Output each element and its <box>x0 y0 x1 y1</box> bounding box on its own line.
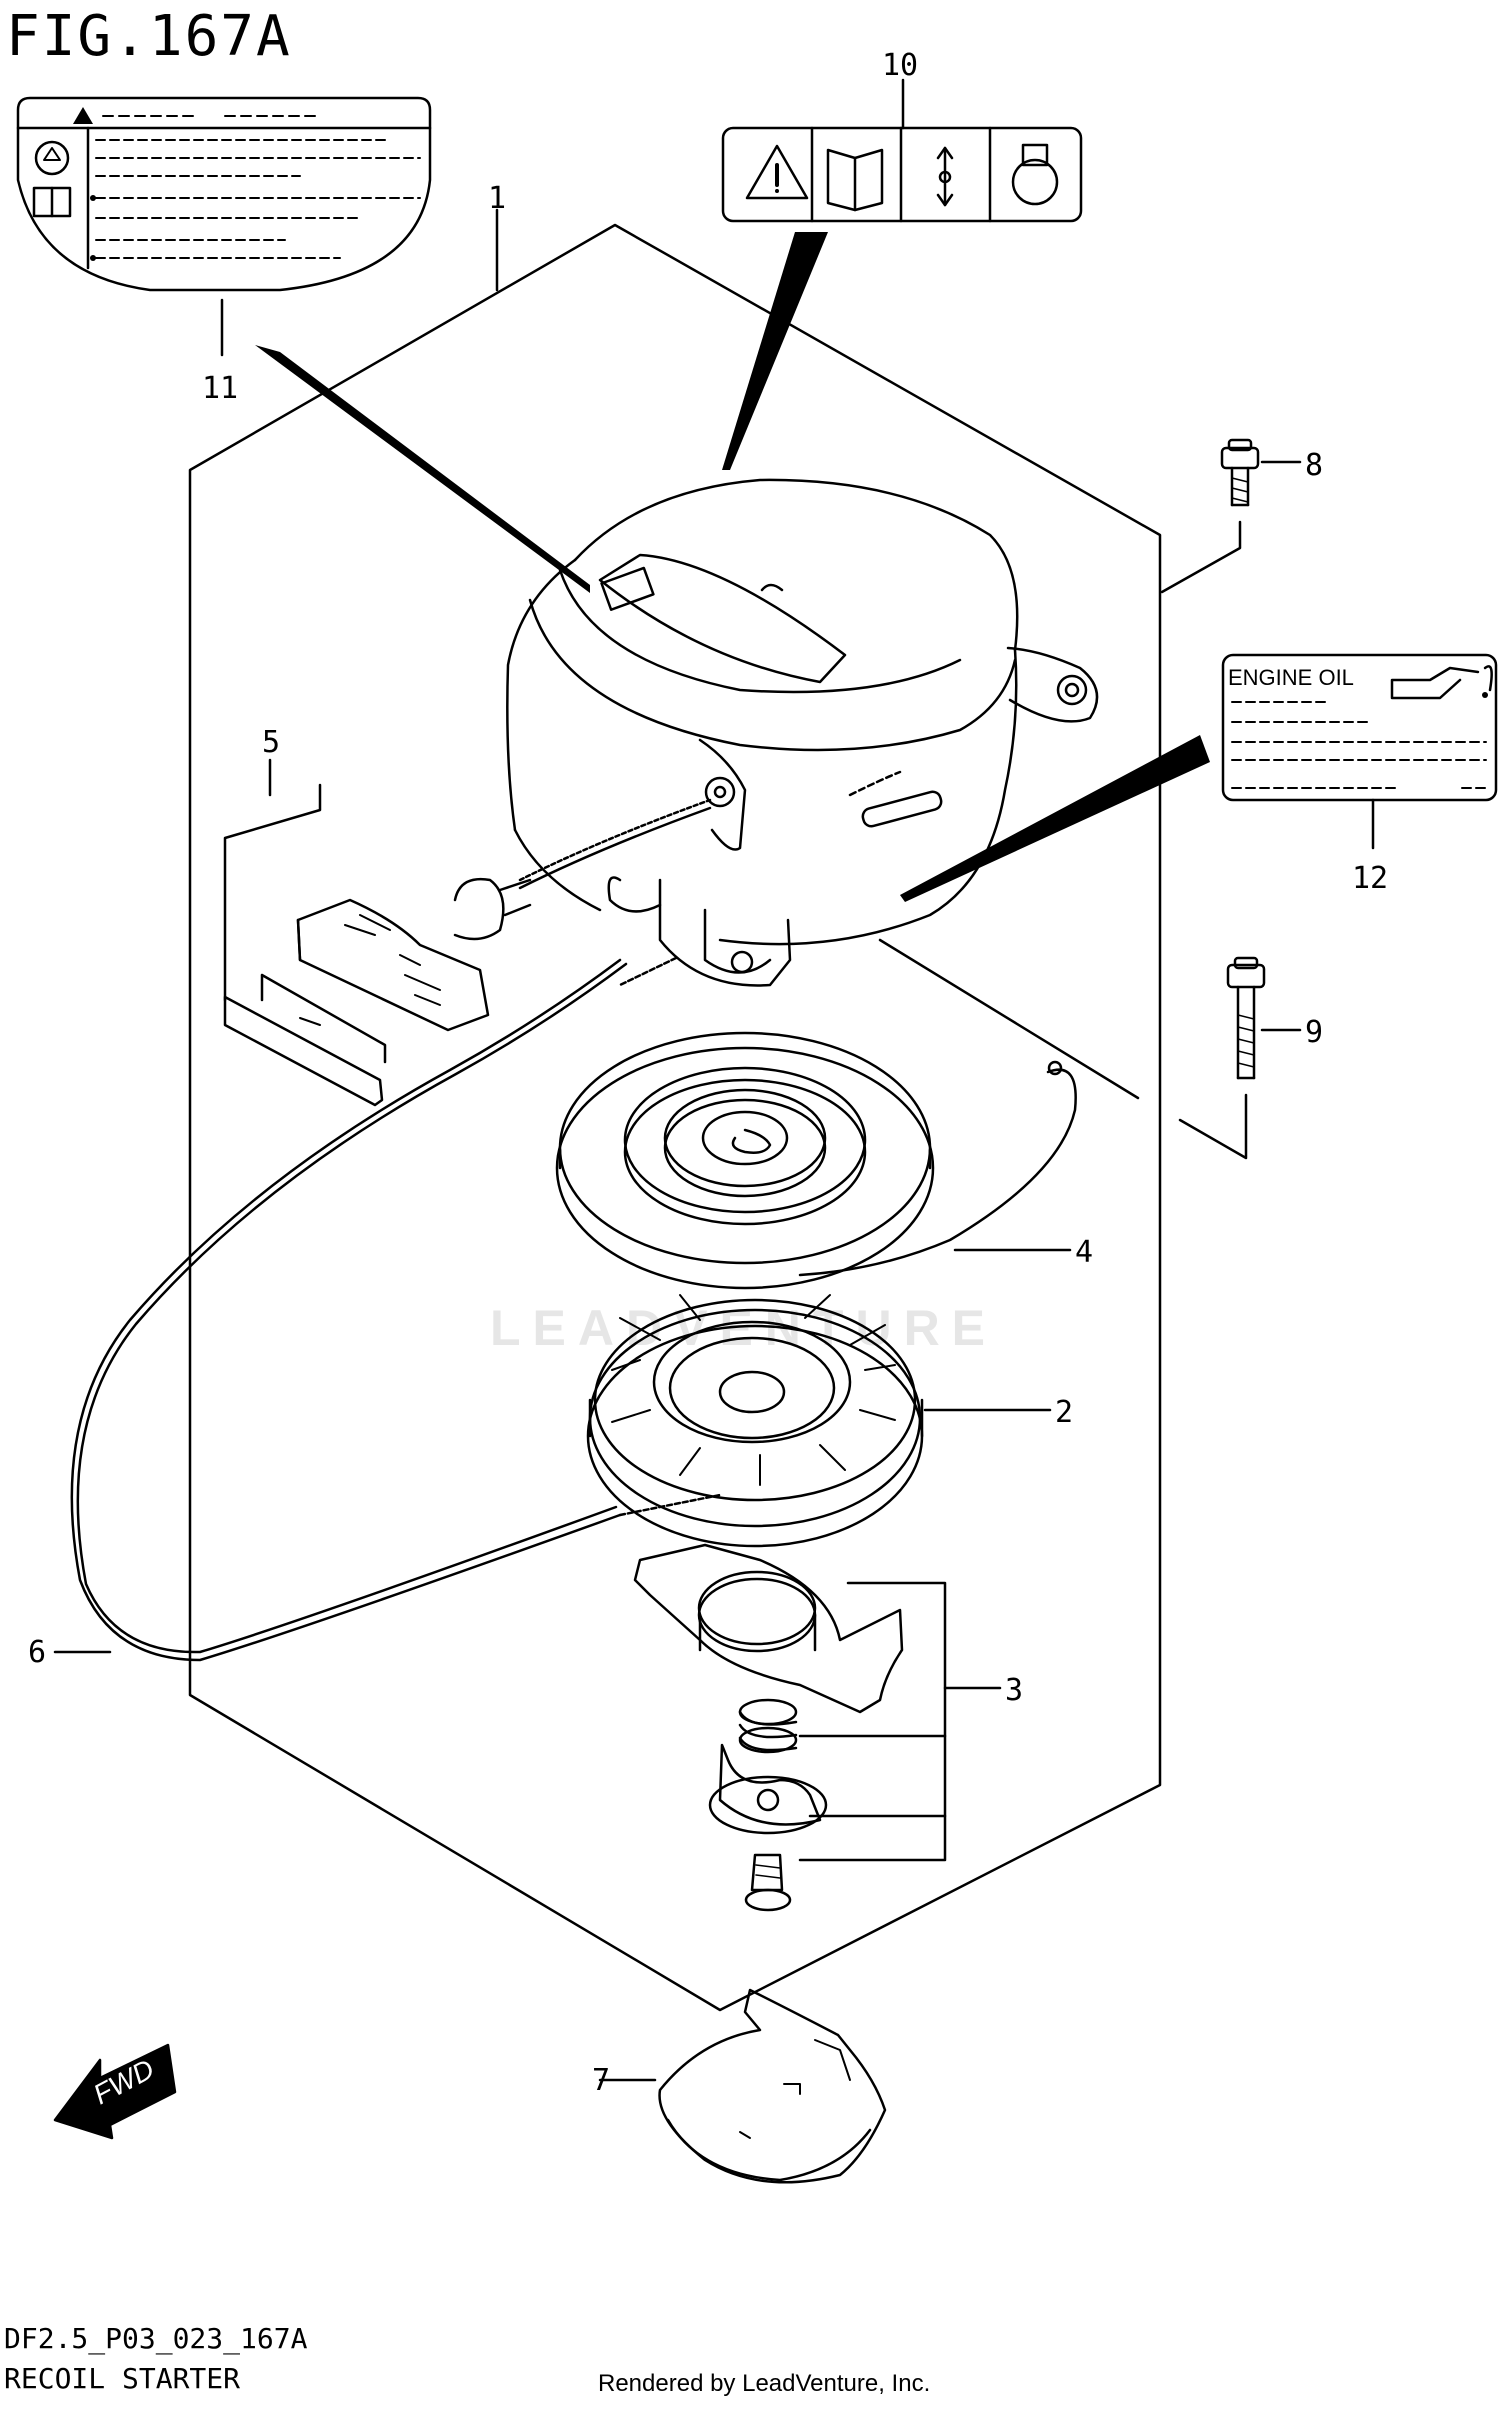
callout-10: 10 <box>882 48 918 83</box>
warning-icon <box>745 144 809 200</box>
render-credit: Rendered by LeadVenture, Inc. <box>598 2370 931 2397</box>
ratchet-kit-part-3[interactable] <box>633 1543 904 1912</box>
reel-part-2[interactable] <box>586 1294 924 1548</box>
starter-pulley-part-7[interactable] <box>658 1988 887 2184</box>
leader-3-bracket <box>798 1581 947 1862</box>
assembly-axis-line <box>878 938 1140 1100</box>
callout-12: 12 <box>1352 861 1388 896</box>
callout-8: 8 <box>1305 448 1323 483</box>
callout-4: 4 <box>1075 1235 1093 1270</box>
callout-2: 2 <box>1055 1395 1073 1430</box>
caution-label-part-11[interactable] <box>16 96 432 292</box>
starter-handle-part-5[interactable] <box>223 877 532 1107</box>
callout-6: 6 <box>28 1635 46 1670</box>
watermark-text: LEADVENTURE <box>490 1300 997 1356</box>
warning-icon <box>73 107 93 124</box>
starter-rope-part-6[interactable] <box>70 798 722 1662</box>
leader-5-frame <box>223 783 322 1002</box>
callout-7: 7 <box>592 2063 610 2098</box>
pointer-11 <box>255 345 590 593</box>
callout-1: 1 <box>488 181 506 216</box>
pictogram-label-part-10[interactable] <box>721 126 1083 223</box>
leader-9-connector <box>1178 1093 1248 1160</box>
fwd-direction-arrow: FWD <box>53 2043 177 2140</box>
callout-5: 5 <box>262 725 280 760</box>
figure-title: FIG.167A <box>6 4 292 69</box>
recycle-icon <box>34 140 70 176</box>
engine-oil-label-part-12[interactable]: ENGINE OIL <box>1221 653 1498 802</box>
figure-code: DF2.5_P03_023_167A <box>4 2322 308 2355</box>
pointer-12 <box>900 735 1210 902</box>
callout-11: 11 <box>202 371 238 406</box>
figure-name: RECOIL STARTER <box>4 2362 241 2395</box>
callout-3: 3 <box>1005 1673 1023 1708</box>
rotation-icon <box>1011 158 1059 206</box>
bolt-part-8[interactable] <box>1220 438 1260 507</box>
oil-can-icon <box>1390 666 1480 700</box>
engine-oil-title: ENGINE OIL <box>1228 665 1354 690</box>
pointer-10 <box>722 232 828 470</box>
starter-housing-part-1[interactable] <box>506 478 1099 987</box>
leader-8-connector <box>1160 520 1242 594</box>
bolt-part-9[interactable] <box>1226 956 1266 1080</box>
recoil-spring-part-4[interactable] <box>555 1031 1077 1290</box>
callout-9: 9 <box>1305 1015 1323 1050</box>
assembly-outline <box>188 223 1162 2012</box>
